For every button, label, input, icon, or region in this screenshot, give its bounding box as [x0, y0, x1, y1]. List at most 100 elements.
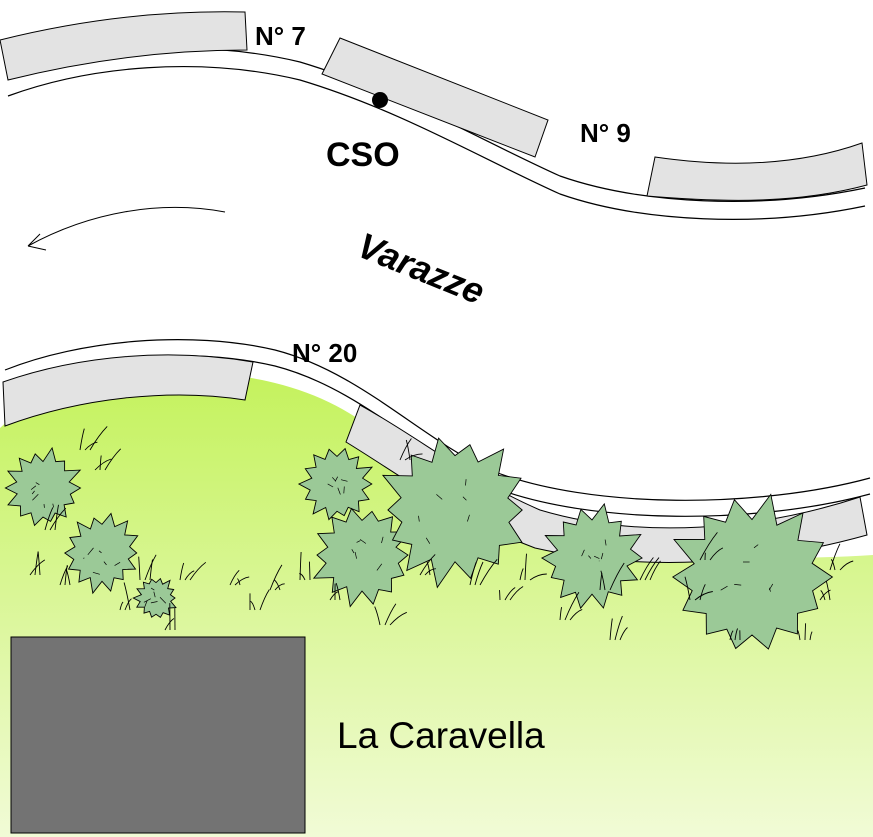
grass-stroke — [639, 557, 654, 581]
shrub-texture — [144, 600, 148, 607]
grass-stroke — [89, 426, 108, 451]
shrub-texture — [356, 540, 361, 543]
grass-stroke — [29, 559, 46, 576]
shrub-texture — [753, 544, 759, 549]
shrub-texture — [381, 536, 384, 544]
grass-stroke — [569, 608, 583, 621]
grass-stroke — [649, 560, 661, 581]
grass-stroke — [509, 586, 524, 601]
grass-stroke — [519, 568, 524, 581]
house-number-n7: N° 7 — [255, 21, 306, 51]
grass-stroke — [564, 592, 580, 621]
grass-stroke — [104, 448, 122, 471]
grass-stroke — [229, 569, 240, 586]
house-number-n9: N° 9 — [580, 118, 631, 148]
shrub-texture — [768, 583, 774, 591]
grass-stroke — [138, 556, 141, 581]
shrub-texture — [600, 552, 604, 560]
grass-stroke — [269, 564, 283, 591]
grass-stroke — [529, 573, 547, 581]
road-edge-north-inner — [7, 66, 866, 220]
grass-stroke — [179, 562, 185, 581]
grass-stroke — [699, 532, 718, 561]
shrub-texture — [581, 549, 585, 557]
shrub-texture — [114, 561, 121, 566]
shrub-texture — [150, 587, 155, 591]
shrub-texture — [92, 571, 100, 575]
grass-stroke — [99, 455, 102, 471]
grass-stroke — [274, 579, 281, 591]
shrub-texture — [334, 476, 339, 482]
building-n7 — [0, 11, 248, 81]
grass-stroke — [49, 507, 67, 531]
shrub — [540, 502, 643, 610]
grass-stroke — [384, 603, 397, 626]
grass-stroke — [54, 504, 59, 531]
grass-stroke — [299, 551, 302, 581]
grass-stroke — [64, 565, 68, 586]
grass-stroke — [234, 576, 250, 586]
grass-stroke — [619, 627, 628, 641]
grass-stroke — [819, 589, 831, 601]
shrub — [312, 507, 412, 608]
grass-stroke — [44, 507, 54, 531]
grass-stroke — [600, 570, 606, 591]
grass-stroke — [644, 557, 660, 581]
grass-stroke — [329, 590, 339, 601]
shrub — [671, 493, 834, 650]
grass-texture — [29, 426, 854, 641]
shrub-texture — [30, 485, 37, 490]
grass-stroke — [37, 551, 41, 576]
grass-stroke — [259, 589, 270, 611]
shrub — [4, 446, 82, 527]
shrub-texture — [150, 601, 158, 604]
shrub-texture — [337, 487, 341, 495]
grass-stroke — [405, 439, 411, 461]
grass-stroke — [274, 583, 285, 591]
shrub-texture — [343, 486, 345, 494]
shrub-texture — [327, 483, 334, 488]
shrub-texture — [604, 539, 607, 546]
shrub-texture — [425, 537, 431, 544]
grass-stroke — [699, 584, 706, 601]
shrub-texture — [462, 496, 467, 501]
shrub-texture — [98, 550, 102, 554]
shrub-texture — [31, 490, 35, 495]
lot-block — [10, 636, 306, 834]
grass-stroke — [474, 561, 484, 586]
grass-stroke — [65, 569, 71, 586]
shrub-texture — [87, 547, 94, 556]
shrub-texture — [467, 514, 470, 522]
grass-stroke — [237, 578, 241, 586]
grass-stroke — [119, 601, 124, 611]
grass-stroke — [144, 554, 157, 581]
grass-stroke — [299, 573, 306, 581]
shrub — [381, 437, 523, 589]
shrub-texture — [593, 555, 600, 559]
grass-stroke — [614, 615, 623, 641]
cso-point-marker — [372, 92, 388, 108]
shrub-texture — [52, 503, 54, 508]
shrub-texture — [359, 539, 367, 544]
shrub-texture — [436, 494, 443, 500]
grass-stroke — [308, 561, 311, 581]
grass-stroke — [504, 587, 516, 601]
shrub-texture — [351, 549, 355, 554]
grass-stroke — [404, 453, 423, 461]
grass-stroke — [469, 562, 477, 586]
grass-stroke — [830, 559, 836, 571]
shrub-texture — [734, 584, 742, 586]
shrub-texture — [340, 479, 348, 482]
building-n9 — [321, 37, 549, 158]
grass-stroke — [559, 606, 563, 621]
grass-stroke — [149, 559, 153, 581]
shrubs — [4, 437, 834, 650]
road-edge-south-outer — [4, 338, 871, 501]
shrub-texture — [143, 598, 151, 603]
grass-stroke — [164, 618, 175, 631]
grass-stroke — [123, 582, 131, 611]
grass-stroke — [825, 580, 831, 601]
grass-stroke — [797, 630, 801, 641]
building-n20 — [2, 354, 254, 427]
